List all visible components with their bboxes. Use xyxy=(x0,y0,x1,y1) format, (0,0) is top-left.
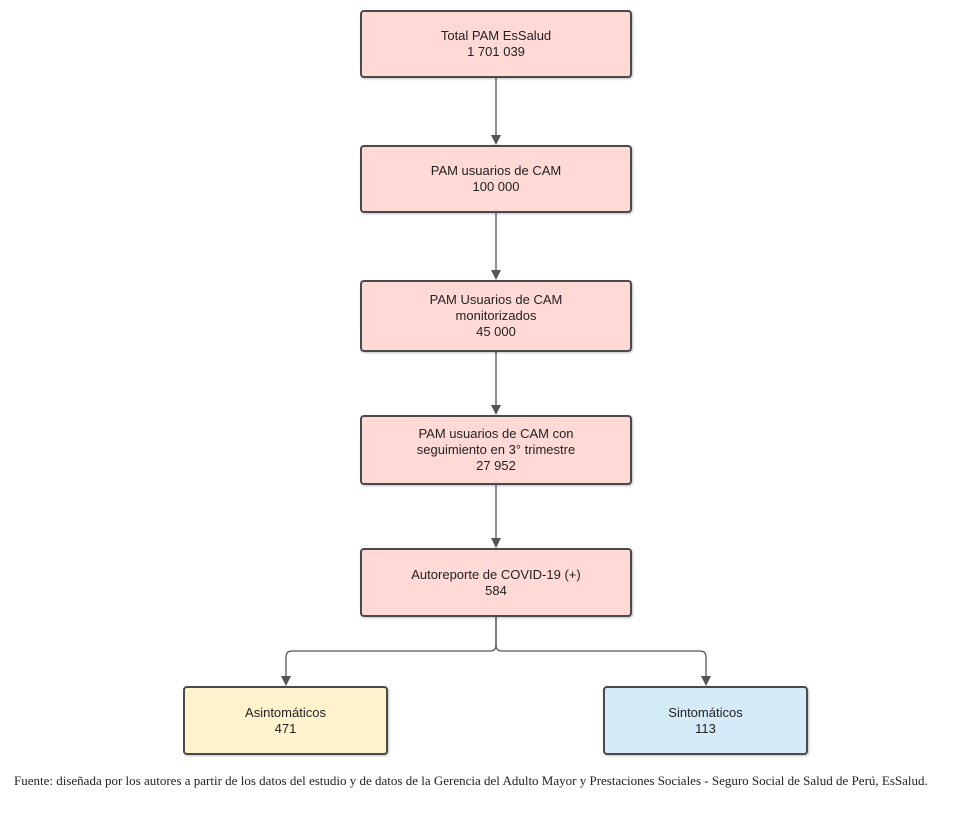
figure-source-caption: Fuente: diseñada por los autores a parti… xyxy=(14,773,928,788)
node-covid-self-report: Autoreporte de COVID-19 (+) 584 xyxy=(360,548,632,617)
node-symptomatic: Sintomáticos 113 xyxy=(603,686,808,755)
arrow-covid-to-symptomatic xyxy=(495,617,711,686)
node-symptomatic-label: Sintomáticos xyxy=(668,704,743,720)
node-cam-users: PAM usuarios de CAM 100 000 xyxy=(360,145,632,213)
arrow-covid-to-asymptomatic xyxy=(281,617,497,686)
node-followup-label-2: seguimiento en 3° trimestre xyxy=(416,442,576,457)
node-covid-count: 584 xyxy=(485,582,507,598)
node-monitored-label-1: PAM Usuarios de CAM xyxy=(429,292,563,307)
node-total-label: Total PAM EsSalud xyxy=(440,28,552,43)
node-asymptomatic-count: 471 xyxy=(274,720,297,736)
node-monitored-label-2: monitorizados xyxy=(455,308,537,323)
node-followup-count: 27 952 xyxy=(476,458,516,473)
node-followup: PAM usuarios de CAM con seguimiento en 3… xyxy=(360,415,632,485)
node-symptomatic-count: 113 xyxy=(695,720,716,736)
node-total-pam-essalud: Total PAM EsSalud 1 701 039 xyxy=(360,10,632,78)
node-cam-users-label: PAM usuarios de CAM xyxy=(430,163,562,178)
node-total-count: 1 701 039 xyxy=(467,44,525,59)
node-covid-label: Autoreporte de COVID-19 (+) xyxy=(411,566,581,582)
node-monitored-count: 45 000 xyxy=(476,324,516,339)
node-cam-users-count: 100 000 xyxy=(472,179,520,194)
node-asymptomatic: Asintomáticos 471 xyxy=(183,686,388,755)
node-monitored: PAM Usuarios de CAM monitorizados 45 000 xyxy=(360,280,632,352)
node-followup-label-1: PAM usuarios de CAM con xyxy=(418,426,574,441)
node-asymptomatic-label: Asintomáticos xyxy=(245,704,326,720)
